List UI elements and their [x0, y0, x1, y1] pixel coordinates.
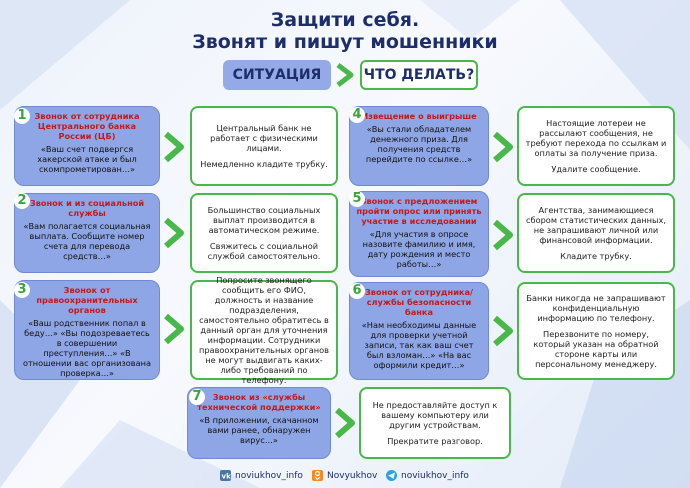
- page-title-line1: Защити себя.: [270, 9, 420, 31]
- situation-quote: «Вы стали обладателем денежного приза. Д…: [365, 124, 473, 164]
- advice-text: Агентства, занимающиеся сбором статистич…: [526, 205, 666, 245]
- situation-card-2: Звонок и из социальной службы «Вам полаг…: [14, 193, 160, 273]
- situation-heading: Звонок от правоохранительных органов: [36, 285, 138, 315]
- situation-card-3: Звонок от правоохранительных органов «Ва…: [14, 280, 160, 380]
- situation-quote: «Нам необходимы данные для проверки учет…: [361, 320, 477, 370]
- advice-card-7: Не предоставляйте доступ к вашему компью…: [359, 387, 511, 459]
- situation-card-6: Звонок от сотрудника/ службы безопасност…: [349, 282, 489, 380]
- chevron-right-icon: [164, 217, 184, 249]
- chevron-right-icon: [164, 131, 184, 163]
- footer-vk-label: noviukhov_info: [235, 470, 303, 481]
- advice-action: Перезвоните по номеру, который указан на…: [533, 329, 659, 369]
- footer-ok-label: Novyukhov: [327, 470, 378, 481]
- card-number-5: 5: [349, 191, 365, 207]
- advice-text: Большинство социальных выплат производит…: [207, 205, 321, 235]
- vk-icon: vk: [220, 470, 231, 481]
- chevron-right-icon: [493, 131, 513, 163]
- chevron-right-icon: [336, 63, 354, 87]
- advice-text: Банки никогда не запрашивают конфиденциа…: [526, 293, 666, 323]
- card-number-7: 7: [189, 389, 205, 405]
- svg-text:vk: vk: [222, 473, 232, 481]
- card-number-2: 2: [14, 193, 30, 209]
- chevron-right-icon: [164, 313, 184, 345]
- advice-card-3: Попросите звонящего сообщить его ФИО, до…: [190, 275, 338, 385]
- situation-card-5: Звонок с предложением пройти опрос или п…: [349, 191, 489, 277]
- advice-text: Центральный банк не работает с физически…: [210, 123, 318, 153]
- footer-vk[interactable]: vk noviukhov_info: [220, 470, 303, 481]
- situation-card-1: Звонок от сотрудника Центрального банка …: [14, 106, 160, 186]
- situation-quote: «Ваш родственник попал в беду…» «Вы подо…: [23, 318, 151, 378]
- advice-card-1: Центральный банк не работает с физически…: [190, 106, 338, 186]
- what-to-do-header: ЧТО ДЕЛАТЬ?: [360, 60, 478, 90]
- situation-quote: «Для участия в опросе назовите фамилию и…: [362, 229, 476, 269]
- odnoklassniki-icon: [312, 470, 323, 481]
- chevron-right-icon: [335, 407, 355, 439]
- advice-action: Прекратите разговор.: [387, 436, 483, 446]
- advice-text: Попросите звонящего сообщить его ФИО, до…: [199, 275, 329, 385]
- situation-heading: Звонок от сотрудника/ службы безопасност…: [364, 287, 474, 317]
- advice-action: Немедленно кладите трубку.: [200, 159, 328, 169]
- page-title-line2: Звонят и пишут мошенники: [192, 31, 498, 53]
- card-number-4: 4: [349, 107, 365, 123]
- situation-heading: Звонок из «службы технической поддержки»: [197, 392, 321, 412]
- situation-heading: Звонок от сотрудника Центрального банка …: [34, 111, 140, 141]
- situation-header: СИТУАЦИЯ: [223, 60, 331, 90]
- advice-action: Кладите трубку.: [560, 251, 632, 261]
- advice-card-2: Большинство социальных выплат производит…: [190, 193, 338, 273]
- chevron-right-icon: [493, 219, 513, 251]
- card-number-6: 6: [349, 283, 365, 299]
- situation-quote: «В приложении, скачанном вами ранее, обн…: [199, 415, 319, 445]
- footer-telegram-label: noviukhov_info: [401, 470, 469, 481]
- advice-card-6: Банки никогда не запрашивают конфиденциа…: [517, 282, 675, 380]
- advice-action: Свяжитесь с социальной службой самостоят…: [207, 241, 321, 261]
- chevron-right-icon: [493, 315, 513, 347]
- situation-card-7: Звонок из «службы технической поддержки»…: [187, 387, 331, 459]
- advice-text: Настоящие лотереи не рассылают сообщения…: [525, 118, 667, 158]
- advice-text: Не предоставляйте доступ к вашему компью…: [372, 400, 498, 430]
- card-number-3: 3: [14, 282, 30, 298]
- card-number-1: 1: [14, 108, 30, 124]
- situation-quote: «Вам полагается социальная выплата. Сооб…: [23, 221, 151, 261]
- situation-heading: Звонок с предложением пройти опрос или п…: [356, 196, 482, 226]
- advice-card-4: Настоящие лотереи не рассылают сообщения…: [517, 106, 675, 186]
- footer-ok[interactable]: Novyukhov: [312, 470, 377, 481]
- advice-card-5: Агентства, занимающиеся сбором статистич…: [517, 193, 675, 273]
- situation-quote: «Ваш счет подвергся хакерской атаке и бы…: [37, 144, 137, 174]
- situation-heading: Извещение о выигрыше: [361, 111, 477, 121]
- advice-action: Удалите сообщение.: [551, 164, 641, 174]
- telegram-icon: [386, 470, 397, 481]
- situation-card-4: Извещение о выигрыше «Вы стали обладател…: [349, 106, 489, 186]
- situation-heading: Звонок и из социальной службы: [29, 198, 145, 218]
- footer-telegram[interactable]: noviukhov_info: [386, 470, 469, 481]
